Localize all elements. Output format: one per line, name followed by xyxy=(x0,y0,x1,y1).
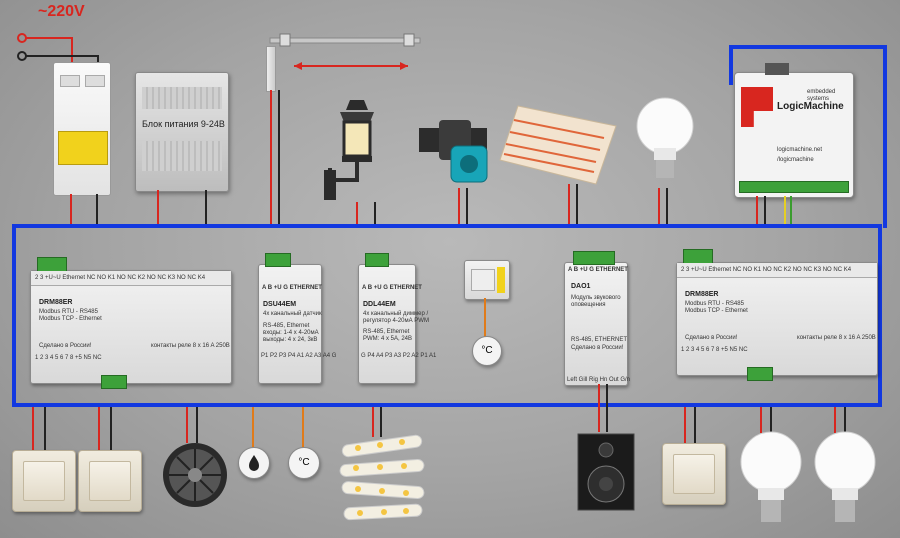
module-contacts: контакты реле 8 x 16 A 250В xyxy=(151,343,230,349)
module-contacts: контакты реле 8 x 16 A 250В xyxy=(797,335,876,341)
circulation-pump-icon xyxy=(419,120,488,183)
logicmachine-url: logicmachine.net xyxy=(777,147,823,153)
temperature-module xyxy=(464,260,510,300)
exhaust-fan-icon xyxy=(163,443,227,507)
logicmachine-brand: LogicMachine xyxy=(777,101,844,112)
heating-mat-icon xyxy=(499,105,617,185)
led-bulb-icon xyxy=(740,431,802,522)
logicmachine-logo xyxy=(741,87,773,127)
module-top-labels: A B +U G ETHERNET xyxy=(362,285,422,291)
module-line2: Modbus TCP - Ethernet xyxy=(685,308,748,314)
module-line4: выходы: 4 x 24, 3кВ xyxy=(263,337,318,343)
module-line1: 4х канальный диммер / xyxy=(363,311,429,317)
module-model: DDL44EM xyxy=(363,301,396,308)
module-line4: Сделано в России! xyxy=(571,345,624,351)
module-line1: Модуль звукового xyxy=(571,295,621,301)
voltage-label: ~220V xyxy=(38,3,85,20)
led-bulb-icon xyxy=(636,97,694,178)
temperature-sensor-top: °C xyxy=(472,336,502,366)
module-made: Сделано в России! xyxy=(39,343,92,349)
module-line2: RS-485, Ethernet xyxy=(263,323,310,329)
ethernet-port xyxy=(765,63,789,75)
led-bulb-icon xyxy=(814,431,876,522)
module-line1: 4х канальный датчик xyxy=(263,311,322,317)
module-line2: Modbus TCP - Ethernet xyxy=(39,316,102,322)
relay-module-left: 2 3 +U~U Ethernet NC NO K1 NO NC K2 NO N… xyxy=(30,257,232,389)
module-bottom-labels: P1 P2 P3 P4 A1 A2 A3 A4 G xyxy=(261,353,337,359)
logicmachine-social: /logicmachine xyxy=(777,157,814,163)
wall-switch-icon xyxy=(78,450,142,512)
actuator-motor xyxy=(266,46,276,92)
module-top-labels: 2 3 +U~U Ethernet NC NO K1 NO NC K2 NO N… xyxy=(35,275,206,281)
power-supply: Блок питания 9-24В xyxy=(135,72,229,192)
bus-line-top xyxy=(729,45,887,49)
sensor-module: A B +U G ETHERNET DSU44EM 4х канальный д… xyxy=(258,253,337,384)
module-made: Сделано в России! xyxy=(685,335,738,341)
module-line1: Modbus RTU - RS485 xyxy=(685,301,744,307)
wall-switch-icon xyxy=(662,443,726,505)
module-line3: входы: 1-4 x 4-20мА xyxy=(263,330,319,336)
audio-module: A B +U G ETHERNET DAO1 Модуль звукового … xyxy=(564,251,631,386)
logicmachine-controller: LogicMachine embedded systems logicmachi… xyxy=(734,63,854,198)
module-model: DRM88ER xyxy=(39,299,73,306)
circuit-breaker xyxy=(53,62,111,196)
module-line2: оповещения xyxy=(571,302,606,308)
module-line3: RS-485, ETHERNET xyxy=(571,337,628,343)
breaker-levers xyxy=(58,131,108,165)
temperature-sensor-bottom: °C xyxy=(288,447,320,479)
street-lantern-icon xyxy=(324,100,374,200)
wall-switch-icon xyxy=(12,450,76,512)
module-line1: Modbus RTU - RS485 xyxy=(39,309,98,315)
bus-line-right xyxy=(883,45,887,228)
bus-line-drop xyxy=(729,45,733,85)
module-top-labels: A B +U G ETHERNET xyxy=(262,285,322,291)
module-bottom-labels: Left Gill Rig Hn Out G/n xyxy=(567,377,631,383)
curtain-actuator-icon xyxy=(269,33,421,70)
module-line3: RS-485, Ethernet xyxy=(363,329,410,335)
module-model: DAO1 xyxy=(571,283,591,290)
relay-module-right: 2 3 +U~U Ethernet NC NO K1 NO NC K2 NO N… xyxy=(676,249,878,381)
logicmachine-sub: embedded systems xyxy=(807,89,836,102)
psu-label: Блок питания 9-24В xyxy=(142,119,225,129)
module-model: DRM88ER xyxy=(685,291,719,298)
module-bottom-labels: G P4 A4 P3 A3 P2 A2 P1 A1 xyxy=(361,353,437,359)
module-line2: регулятор 4-20мА PWM xyxy=(363,318,429,324)
module-line4: PWM: 4 x 5A, 24В xyxy=(363,336,413,342)
dimmer-module: A B +U G ETHERNET DDL44EM 4х канальный д… xyxy=(358,253,437,384)
field-bus-frame xyxy=(12,224,882,407)
leak-sensor-icon xyxy=(238,447,270,479)
module-bottom-labels: 1 2 3 4 5 6 7 8 +5 N5 NC xyxy=(35,355,102,361)
module-model: DSU44EM xyxy=(263,301,297,308)
module-bottom-labels: 1 2 3 4 5 6 7 8 +5 N5 NC xyxy=(681,347,748,353)
module-top-labels: A B +U G ETHERNET xyxy=(568,267,628,273)
module-top-labels: 2 3 +U~U Ethernet NC NO K1 NO NC K2 NO N… xyxy=(681,267,852,273)
speaker-icon xyxy=(577,433,635,511)
led-strip-icon xyxy=(339,434,425,521)
